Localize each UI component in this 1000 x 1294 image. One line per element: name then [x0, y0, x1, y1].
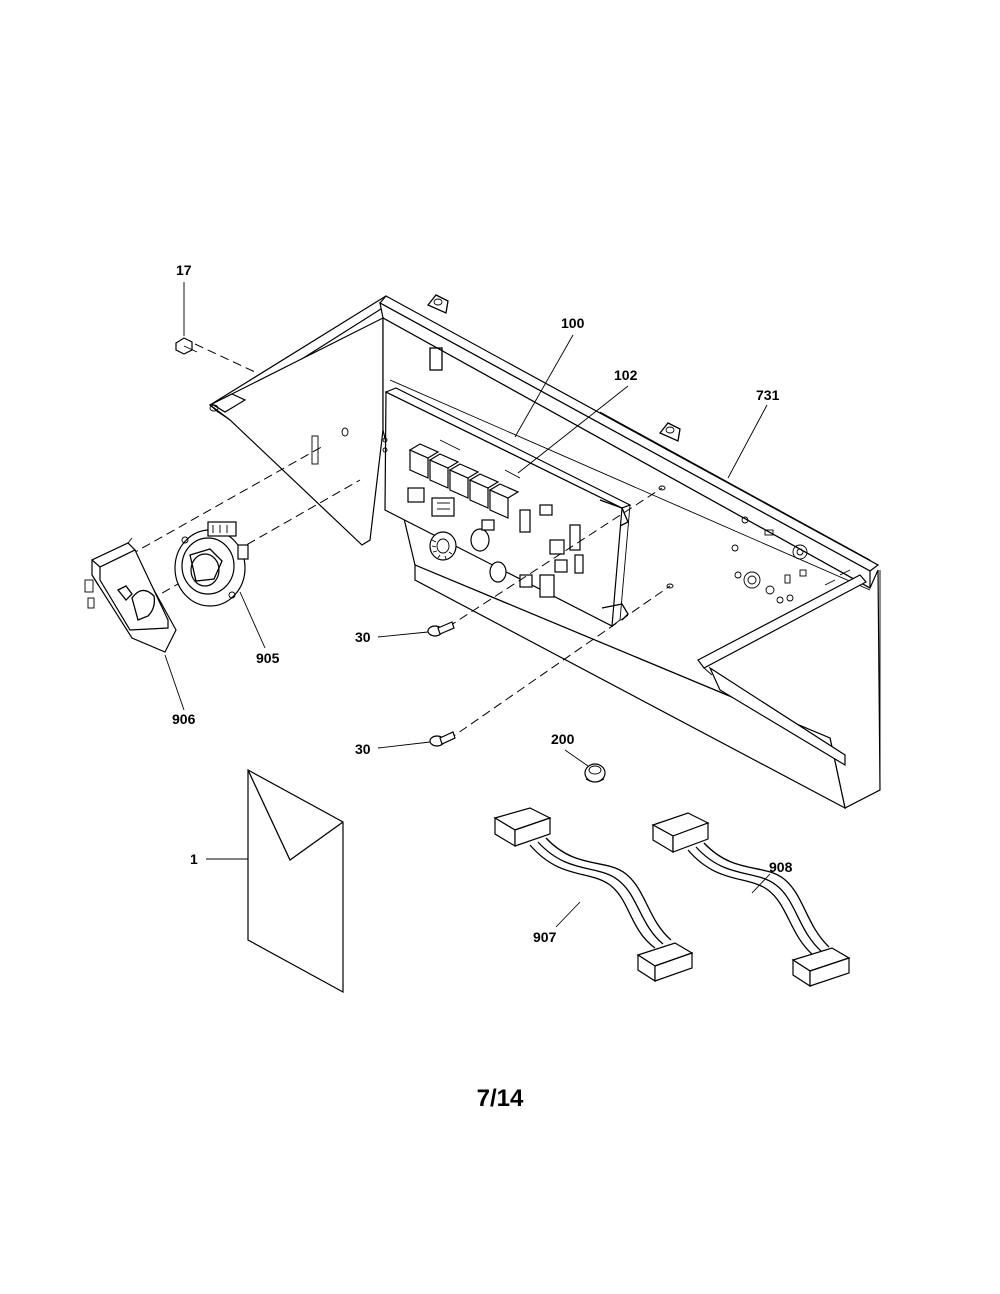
rear-rod [209, 393, 247, 413]
wire-harness-908 [651, 812, 851, 988]
callout-30-upper: 30 [355, 629, 371, 645]
callout-102: 102 [614, 367, 638, 383]
wire-harness-907 [493, 807, 694, 983]
fitting-200 [584, 763, 606, 783]
callout-1: 1 [190, 851, 198, 867]
circuit-board-100 [382, 387, 632, 627]
knob-housing-906 [84, 537, 177, 653]
callout-907: 907 [533, 929, 557, 945]
callout-731: 731 [756, 387, 780, 403]
page-number: 7/14 [476, 1085, 524, 1112]
callout-906: 906 [172, 711, 196, 727]
control-housing-731 [208, 294, 881, 810]
callout-905: 905 [256, 650, 280, 666]
screw-17 [175, 337, 198, 355]
literature-envelope-1 [247, 768, 344, 994]
callout-17: 17 [176, 262, 192, 278]
knob-assembly-905 [174, 521, 249, 607]
callout-100: 100 [561, 315, 585, 331]
callout-200: 200 [551, 731, 575, 747]
assembly-lines [129, 343, 671, 741]
leader-lines [164, 282, 771, 928]
callout-30-lower: 30 [355, 741, 371, 757]
callout-908: 908 [769, 859, 793, 875]
screw-30-upper [427, 621, 455, 637]
screw-30-lower [429, 731, 456, 747]
relay-block [408, 443, 520, 519]
